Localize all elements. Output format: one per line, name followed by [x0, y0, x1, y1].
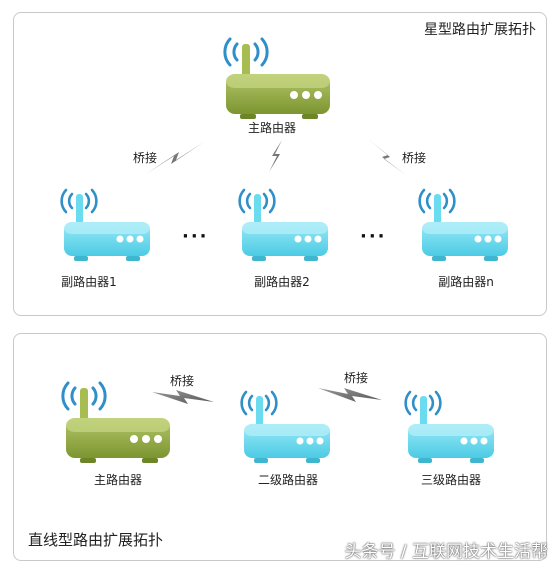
ellipsis: ···: [182, 226, 209, 247]
sub-router-1-label: 副路由器1: [61, 275, 117, 289]
lightning-bolt-icon: [146, 142, 204, 174]
linear-topology-title: 直线型路由扩展拓扑: [28, 531, 164, 549]
sub-router-2-icon: [238, 188, 328, 261]
sub-router-n-icon: [418, 188, 508, 261]
linear-bridge-label-2: 桥接: [343, 371, 369, 385]
ellipsis: ···: [360, 226, 387, 247]
sub-router-n-label: 副路由器n: [438, 275, 494, 289]
second-level-router-label: 二级路由器: [257, 473, 319, 487]
second-level-router-icon: [240, 390, 330, 463]
sub-router-2-label: 副路由器2: [254, 275, 310, 289]
third-level-router-icon: [404, 390, 494, 463]
third-level-router-label: 三级路由器: [420, 473, 482, 487]
lightning-bolt-icon: [318, 388, 382, 402]
main-router-icon: [223, 37, 330, 119]
main-router-label: 主路由器: [247, 121, 297, 135]
sub-router-1-icon: [60, 188, 150, 261]
lightning-bolt-icon: [269, 140, 282, 172]
star-topology-title: 星型路由扩展拓扑: [424, 22, 536, 38]
lightning-bolt-icon: [152, 390, 214, 404]
bridge-label-left: 桥接: [132, 151, 158, 165]
bridge-label-right: 桥接: [401, 151, 427, 165]
lightning-bolt-icon: [368, 139, 406, 175]
linear-bridge-label-1: 桥接: [169, 374, 195, 388]
watermark: 头条号 / 互联网技术生活帮: [344, 542, 548, 562]
main-router-icon: [61, 381, 170, 463]
linear-main-router-label: 主路由器: [93, 473, 143, 487]
star-topology-panel: 星型路由扩展拓扑: [13, 12, 547, 316]
